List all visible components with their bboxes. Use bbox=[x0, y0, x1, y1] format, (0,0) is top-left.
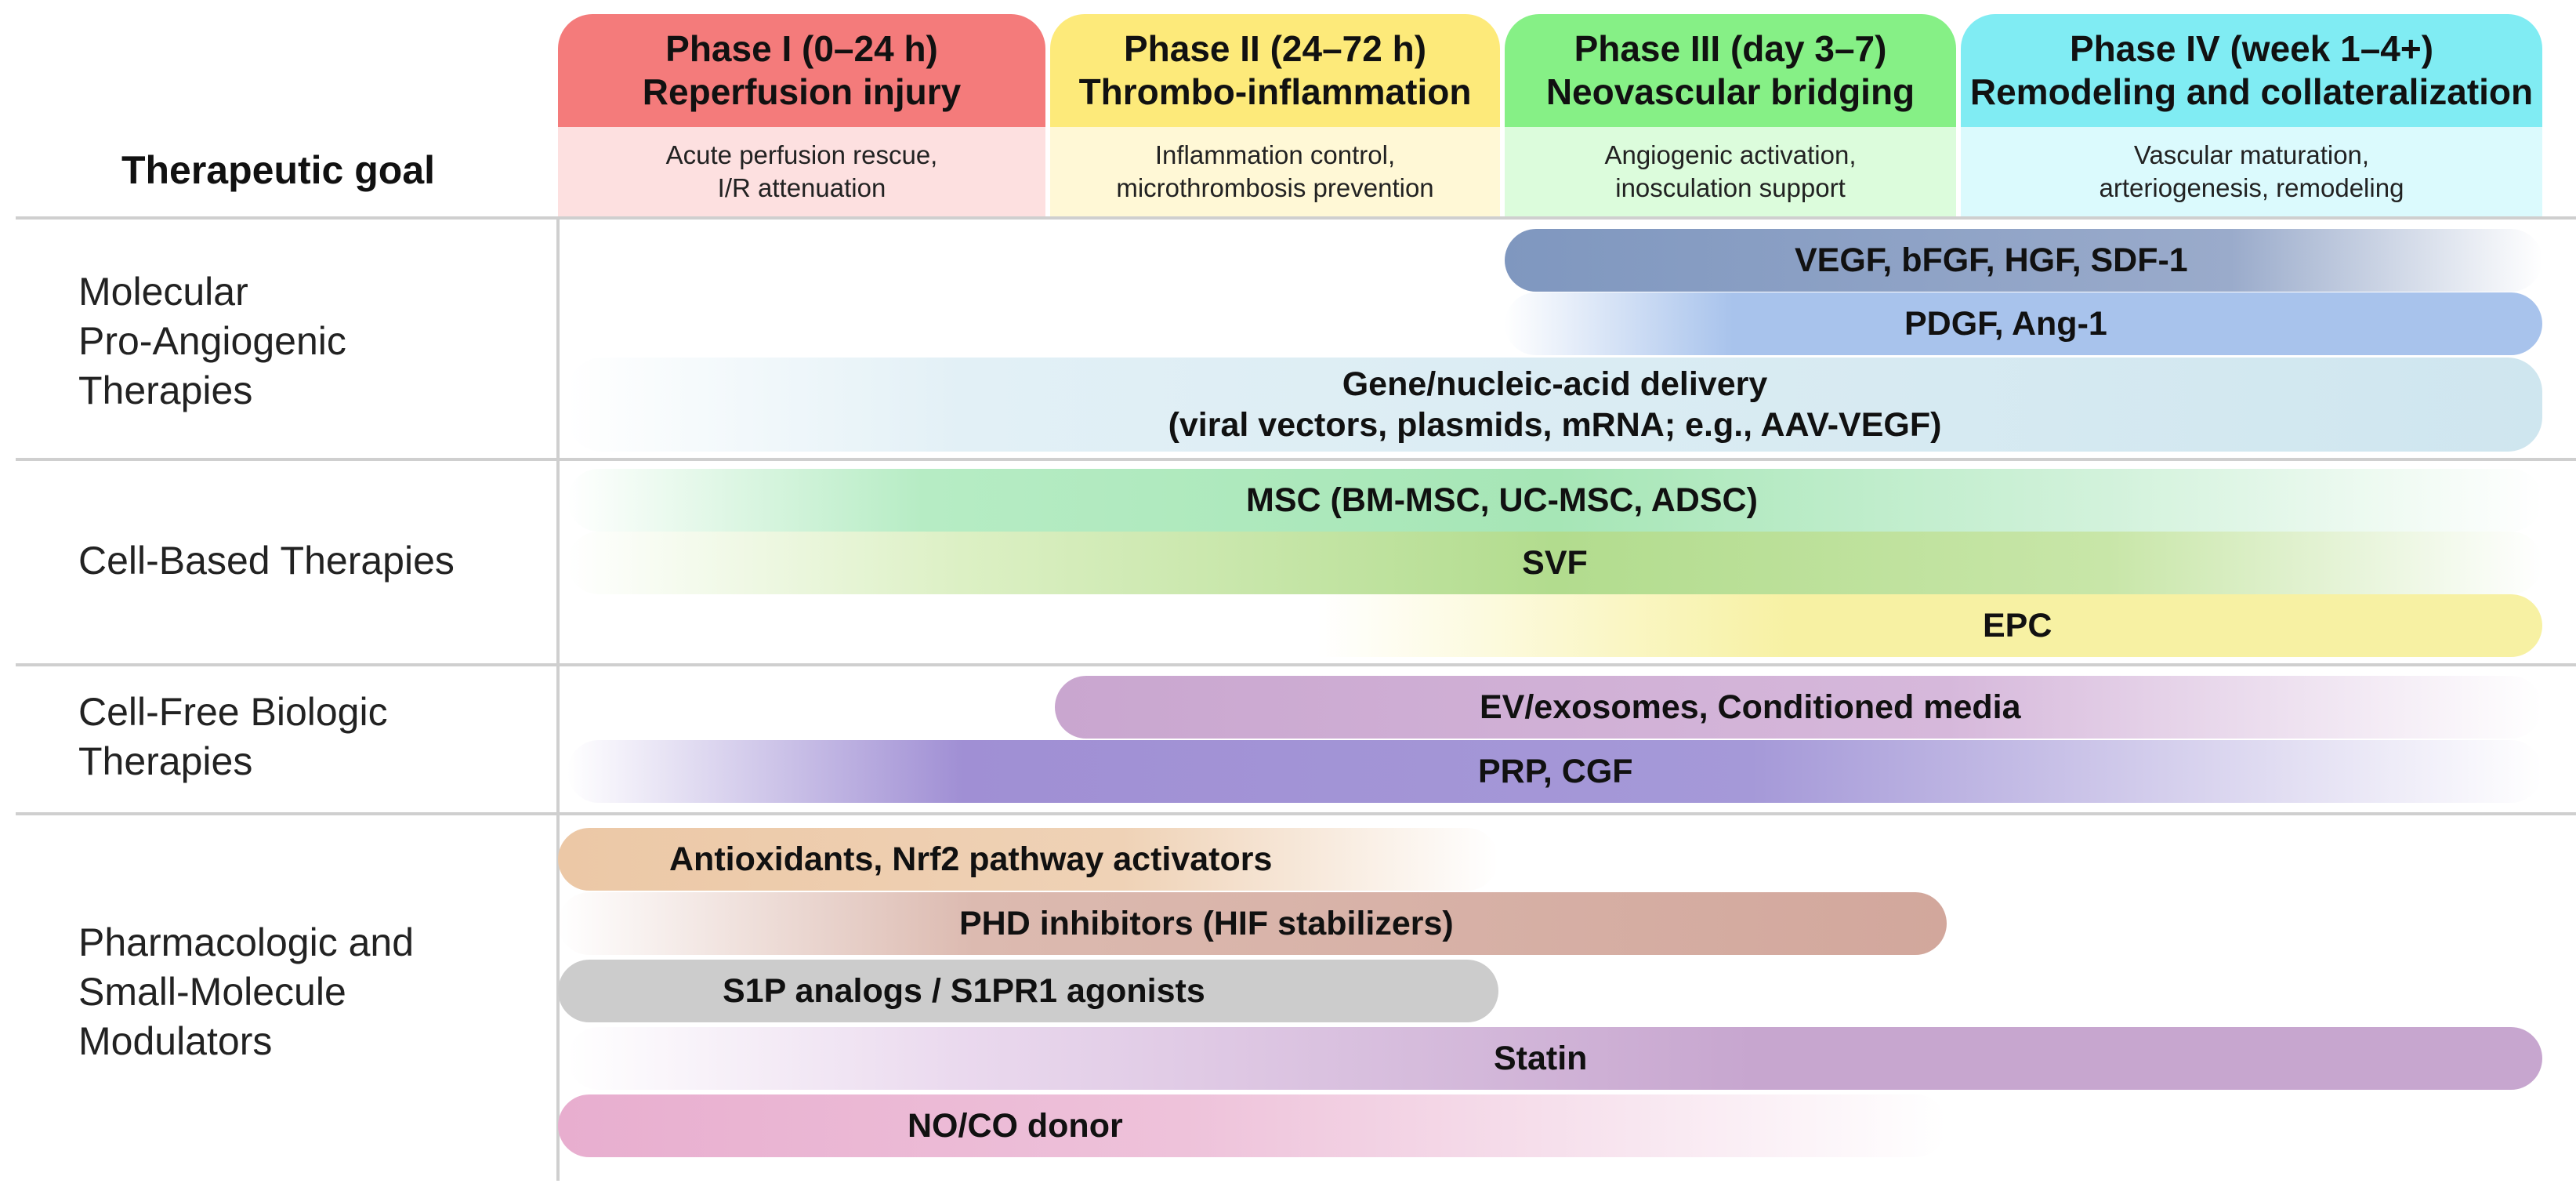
phase-3-title: Phase III (day 3–7) bbox=[1574, 27, 1887, 69]
phase-2-goal: Inflammation control, microthrombosis pr… bbox=[1050, 127, 1500, 216]
phase-4-goal-line1: Vascular maturation, bbox=[2133, 140, 2370, 169]
category-cell-based-line1: Cell-Based Therapies bbox=[78, 538, 455, 583]
divider-molecular bbox=[16, 458, 2576, 461]
phase-3-goal-line2: inosculation support bbox=[1615, 173, 1846, 202]
phase-3-goal-line1: Angiogenic activation, bbox=[1604, 140, 1857, 169]
phase-1-goal-line2: I/R attenuation bbox=[717, 173, 886, 202]
phase-4-title: Phase IV (week 1–4+) bbox=[2069, 27, 2434, 69]
bar-phd-label: PHD inhibitors (HIF stabilizers) bbox=[959, 904, 1454, 942]
phase-3-subtitle: Neovascular bridging bbox=[1545, 71, 1915, 112]
bar-ev-label: EV/exosomes, Conditioned media bbox=[1480, 688, 2021, 726]
category-cell-free: Cell-Free Biologic Therapies bbox=[78, 674, 549, 800]
category-molecular-line2: Pro-Angiogenic bbox=[78, 318, 346, 363]
phase-2-goal-line1: Inflammation control, bbox=[1154, 140, 1396, 169]
category-molecular: Molecular Pro-Angiogenic Therapies bbox=[78, 243, 549, 439]
category-cell-based: Cell-Based Therapies bbox=[78, 470, 549, 651]
therapeutic-goal-label: Therapeutic goal bbox=[121, 148, 436, 192]
phase-2-header: Phase II (24–72 h) Thrombo-inflammation bbox=[1050, 14, 1500, 127]
bar-vegf-bfgf-hgf-sdf1: VEGF, bFGF, HGF, SDF-1 bbox=[1505, 229, 2542, 292]
bar-msc: MSC (BM-MSC, UC-MSC, ADSC) bbox=[567, 469, 2542, 532]
phase-3-goal: Angiogenic activation, inosculation supp… bbox=[1505, 127, 1956, 216]
bar-ev-exosomes: EV/exosomes, Conditioned media bbox=[1055, 676, 2542, 739]
category-pharmacologic-line3: Modulators bbox=[78, 1018, 273, 1063]
bar-statin-label: Statin bbox=[1494, 1039, 1588, 1077]
bar-msc-label: MSC (BM-MSC, UC-MSC, ADSC) bbox=[1246, 481, 1758, 519]
divider-header bbox=[16, 216, 2576, 220]
bar-svf-label: SVF bbox=[1522, 543, 1588, 582]
bar-prp-label: PRP, CGF bbox=[1478, 752, 1633, 790]
bar-gene-label-line2: (viral vectors, plasmids, mRNA; e.g., AA… bbox=[1168, 406, 1942, 444]
bar-statin: Statin bbox=[567, 1027, 2542, 1090]
bar-pdgf-label: PDGF, Ang-1 bbox=[1904, 304, 2107, 343]
phase-1-subtitle: Reperfusion injury bbox=[642, 71, 962, 112]
bar-s1p-label: S1P analogs / S1PR1 agonists bbox=[723, 971, 1205, 1010]
divider-vertical bbox=[556, 216, 560, 1181]
phase-4-goal: Vascular maturation, arteriogenesis, rem… bbox=[1961, 127, 2542, 216]
category-pharmacologic-line2: Small-Molecule bbox=[78, 969, 346, 1014]
phase-4-goal-line2: arteriogenesis, remodeling bbox=[2099, 173, 2404, 202]
category-molecular-line3: Therapies bbox=[78, 368, 253, 412]
phase-2-subtitle: Thrombo-inflammation bbox=[1078, 71, 1472, 112]
category-cell-free-line2: Therapies bbox=[78, 739, 253, 783]
phase-1-header: Phase I (0–24 h) Reperfusion injury bbox=[558, 14, 1045, 127]
bar-antioxidants: Antioxidants, Nrf2 pathway activators bbox=[558, 828, 1498, 891]
category-cell-free-line1: Cell-Free Biologic bbox=[78, 690, 388, 734]
phase-2-goal-line2: microthrombosis prevention bbox=[1116, 173, 1434, 202]
bar-antioxidants-label: Antioxidants, Nrf2 pathway activators bbox=[669, 840, 1273, 878]
phase-4-subtitle: Remodeling and collateralization bbox=[1969, 71, 2534, 112]
bar-phd-inhibitors: PHD inhibitors (HIF stabilizers) bbox=[558, 892, 1947, 955]
bar-gene-label-line1: Gene/nucleic-acid delivery bbox=[1342, 365, 1768, 403]
bar-epc-label: EPC bbox=[1983, 606, 2052, 644]
bar-svf: SVF bbox=[567, 532, 2542, 594]
category-pharmacologic: Pharmacologic and Small-Molecule Modulat… bbox=[78, 894, 549, 1090]
category-molecular-line1: Molecular bbox=[78, 269, 248, 314]
divider-cell-free bbox=[16, 812, 2576, 815]
bar-vegf-label: VEGF, bFGF, HGF, SDF-1 bbox=[1795, 241, 2188, 279]
phase-1-goal: Acute perfusion rescue, I/R attenuation bbox=[558, 127, 1045, 216]
bar-epc: EPC bbox=[567, 594, 2542, 657]
bar-s1p-analogs: S1P analogs / S1PR1 agonists bbox=[558, 960, 1498, 1022]
bar-pdgf-ang1: PDGF, Ang-1 bbox=[1505, 292, 2542, 355]
phase-1-title: Phase I (0–24 h) bbox=[665, 27, 938, 69]
bar-noco-label: NO/CO donor bbox=[908, 1106, 1123, 1145]
phase-1-goal-line1: Acute perfusion rescue, bbox=[665, 140, 938, 169]
bar-no-co-donor: NO/CO donor bbox=[558, 1094, 1947, 1157]
category-pharmacologic-line1: Pharmacologic and bbox=[78, 920, 415, 964]
phase-4-header: Phase IV (week 1–4+) Remodeling and coll… bbox=[1961, 14, 2542, 127]
bar-gene-delivery: Gene/nucleic-acid delivery (viral vector… bbox=[567, 358, 2542, 452]
divider-cell-based bbox=[16, 663, 2576, 666]
phase-2-title: Phase II (24–72 h) bbox=[1123, 27, 1427, 69]
bar-prp-cgf: PRP, CGF bbox=[567, 740, 2542, 803]
phase-3-header: Phase III (day 3–7) Neovascular bridging bbox=[1505, 14, 1956, 127]
